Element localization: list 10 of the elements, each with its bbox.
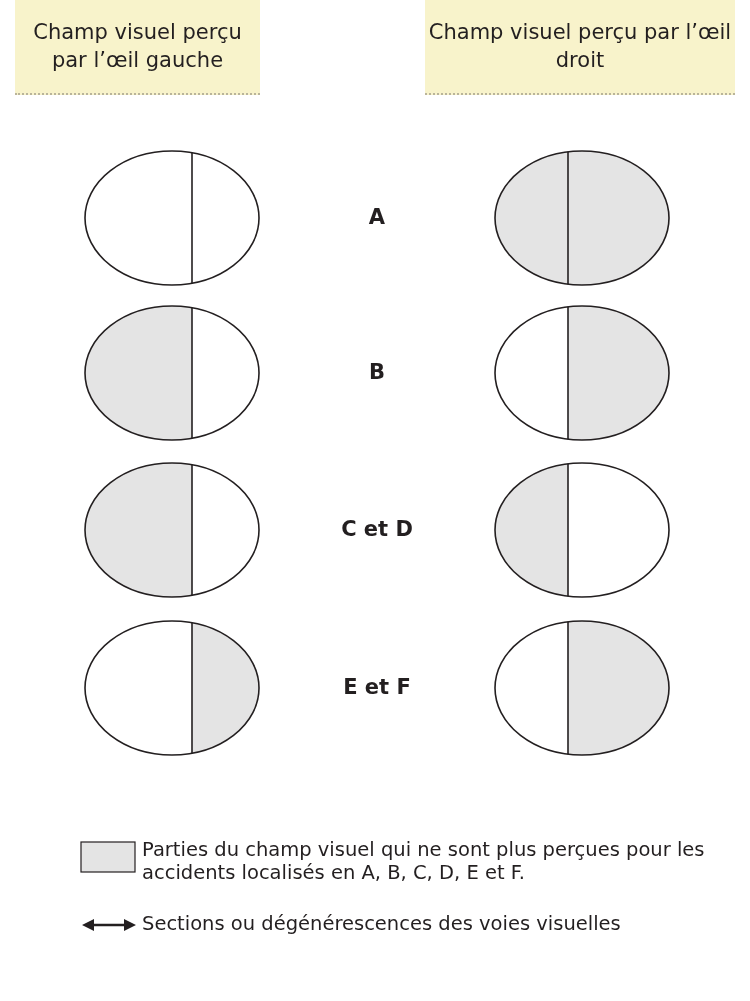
header-panel <box>15 0 260 95</box>
header-text: Champ visuel perçu par l’œil gauche <box>32 19 243 74</box>
row-label: A <box>368 205 386 229</box>
legend-text: Sections ou dégénérescences des voies visuelles <box>142 912 622 936</box>
row-label: B <box>369 360 385 384</box>
row-label: C et D <box>341 517 413 541</box>
header-text: Champ visuel perçu par l’œil droit <box>427 19 733 74</box>
row-label: E et F <box>343 675 411 699</box>
header-panel <box>425 0 735 95</box>
legend-text: Parties du champ visuel qui ne sont plus perçues pour les accidents localisés en A, B, C, D, E et F. <box>142 838 706 885</box>
